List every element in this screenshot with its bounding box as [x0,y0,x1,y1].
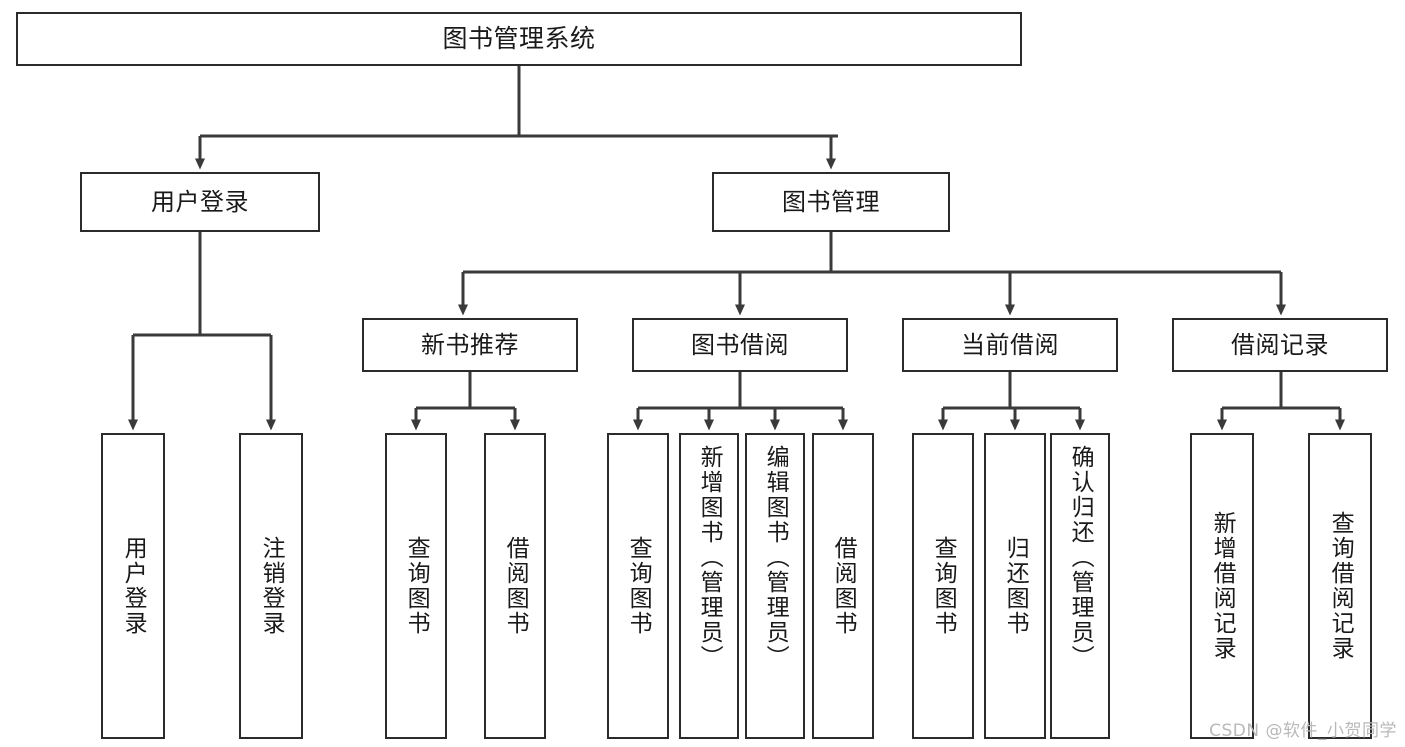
node-borrow-record[interactable]: 借阅记录 [1172,318,1388,372]
node-leaf-query-book-2-label: 查询图书 [625,536,652,636]
node-leaf-return-book[interactable]: 归还图书 [984,433,1046,739]
node-leaf-confirm-return[interactable]: 确认归还（管理员） [1050,433,1110,739]
node-root[interactable]: 图书管理系统 [16,12,1022,66]
node-leaf-query-record-label: 查询借阅记录 [1327,511,1354,661]
node-leaf-query-record[interactable]: 查询借阅记录 [1308,433,1372,739]
node-leaf-add-record[interactable]: 新增借阅记录 [1190,433,1254,739]
node-new-book-rec-label: 新书推荐 [421,330,519,359]
node-leaf-edit-book[interactable]: 编辑图书（管理员） [745,433,805,739]
node-leaf-borrow-book-2-label: 借阅图书 [830,536,857,636]
node-leaf-query-book-3-label: 查询图书 [930,536,957,636]
node-leaf-logout[interactable]: 注销登录 [239,433,303,739]
node-new-book-rec[interactable]: 新书推荐 [362,318,578,372]
node-leaf-borrow-book-1[interactable]: 借阅图书 [484,433,546,739]
node-leaf-query-book-3[interactable]: 查询图书 [912,433,974,739]
node-leaf-borrow-book-2[interactable]: 借阅图书 [812,433,874,739]
node-leaf-user-login[interactable]: 用户登录 [101,433,165,739]
node-leaf-borrow-book-1-label: 借阅图书 [502,536,529,636]
node-leaf-query-book-1-label: 查询图书 [403,536,430,636]
node-leaf-edit-book-label: 编辑图书（管理员） [762,445,789,670]
node-leaf-query-book-2[interactable]: 查询图书 [607,433,669,739]
node-leaf-user-login-label: 用户登录 [120,536,147,636]
node-book-borrow[interactable]: 图书借阅 [632,318,848,372]
node-user-login[interactable]: 用户登录 [80,172,320,232]
node-current-borrow-label: 当前借阅 [961,330,1059,359]
node-root-label: 图书管理系统 [442,24,596,54]
node-leaf-confirm-return-label: 确认归还（管理员） [1067,445,1094,670]
node-book-borrow-label: 图书借阅 [691,330,789,359]
node-borrow-record-label: 借阅记录 [1231,330,1329,359]
node-leaf-query-book-1[interactable]: 查询图书 [385,433,447,739]
node-leaf-return-book-label: 归还图书 [1002,536,1029,636]
node-leaf-logout-label: 注销登录 [258,536,285,636]
node-leaf-add-book[interactable]: 新增图书（管理员） [679,433,739,739]
node-book-manage-label: 图书管理 [782,187,880,216]
node-leaf-add-record-label: 新增借阅记录 [1209,511,1236,661]
node-leaf-add-book-label: 新增图书（管理员） [696,445,723,670]
csdn-watermark: CSDN @软件_小贺同学 [1209,721,1397,741]
node-user-login-label: 用户登录 [151,187,249,216]
node-current-borrow[interactable]: 当前借阅 [902,318,1118,372]
node-book-manage[interactable]: 图书管理 [712,172,950,232]
